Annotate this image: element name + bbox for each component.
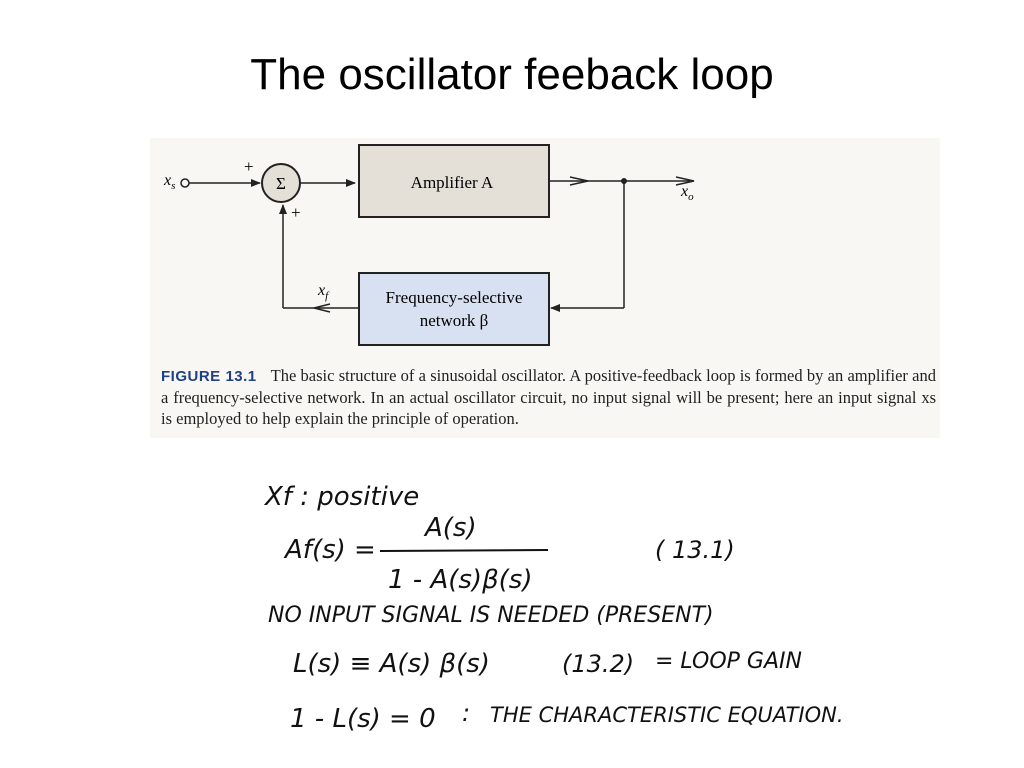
note-fraction-bar [379,549,549,552]
output-arrow-2 [675,176,695,186]
note-characteristic-equation: THE CHARACTERISTIC EQUATION. [490,703,844,727]
summation-symbol: Σ [276,174,286,193]
feedback-return-arrow [313,303,331,313]
feedback-signal-label: xf [317,282,330,302]
network-label-line1: Frequency-selective [386,288,523,307]
note-eq-13-2: (13.2) [562,650,634,678]
note-loop-gain: = LOOP GAIN [655,649,802,674]
note-af-lhs: Af(s) = [283,535,376,565]
note-characteristic-lhs: 1 - L(s) = 0 [290,704,436,734]
output-arrow-1 [569,176,589,186]
input-label: xs [163,172,175,192]
network-label-line2: network β [420,311,489,330]
frequency-selective-network-block [358,272,550,346]
output-label: xo [680,183,694,203]
plus-top-sign: + [244,157,254,176]
slide-title: The oscillator feeback loop [250,50,774,99]
amplifier-label: Amplifier A [411,173,494,192]
plus-bottom-sign: + [291,203,301,222]
note-af-numerator: A(s) [423,513,477,543]
note-af-denominator: 1 - A(s)β(s) [388,565,533,595]
note-no-input-signal: NO INPUT SIGNAL IS NEEDED (PRESENT) [268,603,714,628]
note-colon: : [462,699,470,727]
caption-text: The basic structure of a sinusoidal osci… [161,366,936,428]
note-eq-13-1: ( 13.1) [655,536,735,564]
note-loop-gain-def: L(s) ≡ A(s) β(s) [293,649,490,679]
figure-label: FIGURE 13.1 [161,368,257,385]
note-xf-positive: Xf : positive [263,482,419,512]
